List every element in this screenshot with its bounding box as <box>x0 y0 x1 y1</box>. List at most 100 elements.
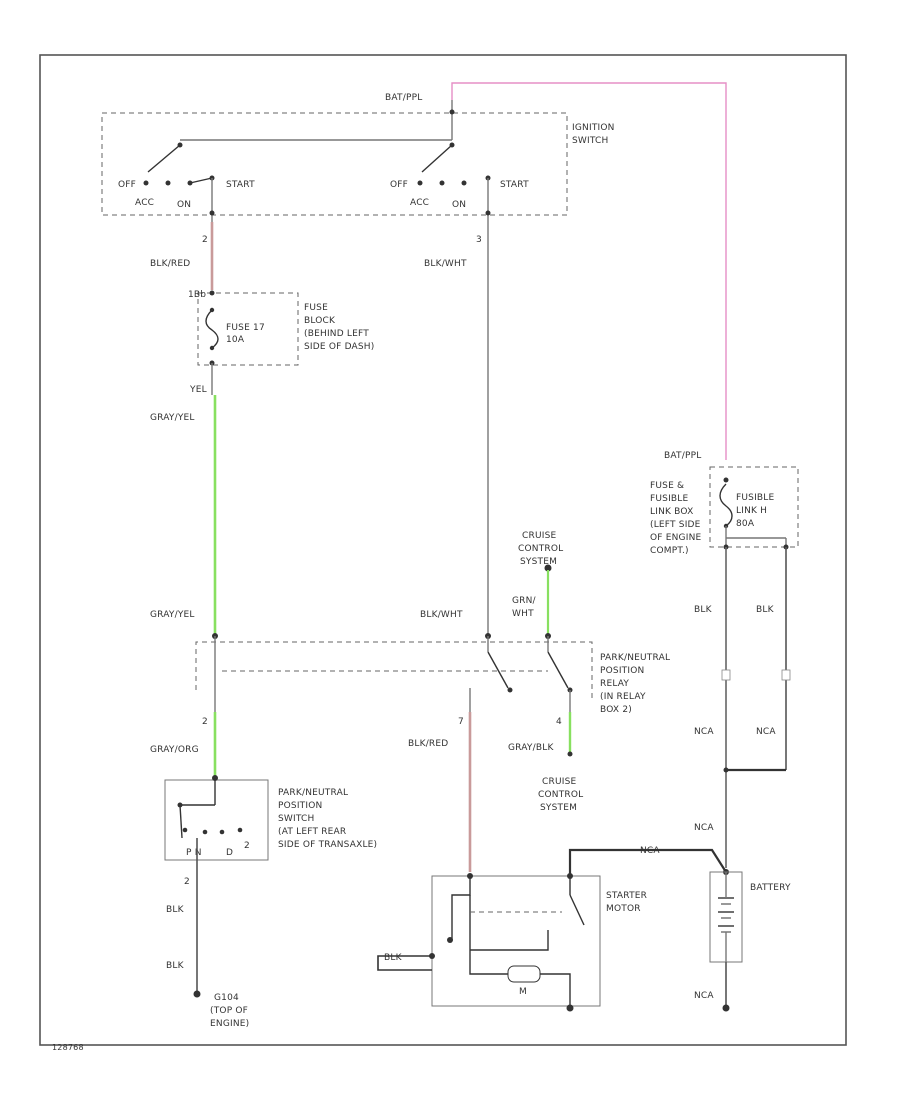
ign1-switch-blade <box>147 144 181 173</box>
starter-switch-blade <box>569 894 585 926</box>
fusible-link-box <box>709 466 799 548</box>
node-ground <box>193 990 201 998</box>
label-ign1-on: ON <box>177 200 191 210</box>
relay-box <box>195 641 593 700</box>
node-ignition-input <box>449 109 455 115</box>
label-wire-nca-3: NCA <box>694 823 714 833</box>
node-starter-ground <box>566 1004 574 1012</box>
node-fuse-in <box>209 290 215 296</box>
node-relay-contact-1 <box>507 687 513 693</box>
starter-motor-return <box>540 973 571 1008</box>
label-starter-m: M <box>519 987 527 997</box>
label-ign1-acc: ACC <box>135 198 154 208</box>
label-fuse-pin-top: 1Bb <box>188 290 206 300</box>
label-wire-blk-red-bot: BLK/RED <box>408 739 448 749</box>
label-fuse17: FUSE 17 10A <box>226 323 268 345</box>
label-starter-motor: STARTER MOTOR <box>606 891 650 914</box>
node-ign2-off <box>417 180 423 186</box>
starter-motor-feed <box>469 950 508 975</box>
label-pin-blk-red-bot: 7 <box>458 717 464 727</box>
label-fuse-block: FUSE BLOCK (BEHIND LEFT SIDE OF DASH) <box>304 303 375 352</box>
label-pin-gray-org: 2 <box>202 717 208 727</box>
label-cruise-top: CRUISE CONTROL SYSTEM <box>518 531 566 567</box>
node-ign1-acc <box>165 180 171 186</box>
node-cruise-top <box>544 564 552 572</box>
label-cruise-bot: CRUISE CONTROL SYSTEM <box>538 777 586 813</box>
label-wire-blk-wht-mid: BLK/WHT <box>420 610 463 620</box>
label-battery: BATTERY <box>750 883 791 893</box>
label-pn-relay: PARK/NEUTRAL POSITION RELAY (IN RELAY BO… <box>600 653 673 715</box>
node-nca-join <box>723 767 729 773</box>
label-ground: G104 (TOP OF ENGINE) <box>210 993 251 1029</box>
ign2-switch-blade <box>421 144 453 173</box>
label-bat-ppl-right: BAT/PPL <box>664 451 701 461</box>
label-fusible-link: FUSIBLE LINK H 80A <box>736 493 777 529</box>
label-ign1-off: OFF <box>118 180 136 190</box>
label-pin-gray-blk: 4 <box>556 717 562 727</box>
fusible-link-symbol <box>719 483 733 527</box>
node-starter-coil-end <box>447 937 453 943</box>
pn-switch-blade <box>179 804 183 839</box>
connector-left <box>721 669 731 681</box>
label-wire-blk-r2: BLK <box>756 605 775 615</box>
node-fuse-out2 <box>209 345 215 351</box>
node-ign2-on <box>461 180 467 186</box>
label-wire-nca-5: NCA <box>694 991 714 1001</box>
wire-starter-blk <box>377 955 432 971</box>
label-wire-blk-red-top: BLK/RED <box>150 259 190 269</box>
node-battery-ground <box>722 1004 730 1012</box>
label-wire-gray-yel-1: GRAY/YEL <box>150 413 195 423</box>
node-pn-p <box>182 827 188 833</box>
fuse-17-symbol <box>205 309 219 349</box>
label-pin-blk-wht-top: 3 <box>476 235 482 245</box>
node-ign2-acc <box>439 180 445 186</box>
label-wire-nca-2: NCA <box>756 727 776 737</box>
node-ign2-out <box>485 210 491 216</box>
ignition-switch-box <box>101 112 568 216</box>
ign1-on-start-link <box>189 177 213 184</box>
diagram-frame <box>39 54 847 1046</box>
node-pn-3 <box>237 827 243 833</box>
node-ign1-out <box>209 210 215 216</box>
label-ign2-start: START <box>500 180 529 190</box>
node-ign1-off <box>143 180 149 186</box>
label-ign1-start: START <box>226 180 255 190</box>
label-pin-blk-red-top: 2 <box>202 235 208 245</box>
relay-blade-2 <box>547 651 569 689</box>
label-wire-blk-r1: BLK <box>694 605 713 615</box>
starter-solenoid-coil <box>451 876 471 940</box>
label-wire-gray-org: GRAY/ORG <box>150 745 199 755</box>
label-wire-nca-1: NCA <box>694 727 714 737</box>
label-ign2-off: OFF <box>390 180 408 190</box>
footer-code: 128768 <box>52 1043 84 1052</box>
node-pn-2 <box>219 829 225 835</box>
label-pn-switch: PARK/NEUTRAL POSITION SWITCH (AT LEFT RE… <box>278 788 377 850</box>
wire-pink-battery-feed <box>451 82 727 460</box>
label-wire-nca-4: NCA <box>640 846 660 856</box>
label-pn-pins: P N D 2 <box>186 841 250 858</box>
label-bat-ppl-top: BAT/PPL <box>385 93 422 103</box>
label-wire-gray-blk: GRAY/BLK <box>508 743 554 753</box>
label-wire-blk-2: BLK <box>166 961 185 971</box>
label-fuse-fusible-box: FUSE & FUSIBLE LINK BOX (LEFT SIDE OF EN… <box>650 481 704 556</box>
starter-contact-line <box>470 930 549 951</box>
starter-motor-symbol <box>507 965 541 983</box>
relay-blade-1 <box>487 651 509 689</box>
label-wire-blk-1: BLK <box>166 905 185 915</box>
starter-motor-box <box>431 875 601 1007</box>
node-fusible-in <box>723 477 729 483</box>
label-pin-blk-gnd: 2 <box>184 877 190 887</box>
label-fuse-pin-bot: YEL <box>189 385 207 395</box>
ignition-switch-label: IGNITION SWITCH <box>572 123 618 146</box>
label-wire-blk-wht-top: BLK/WHT <box>424 259 467 269</box>
connector-right <box>781 669 791 681</box>
node-starter-terminal <box>429 953 435 959</box>
label-ign2-on: ON <box>452 200 466 210</box>
fuse-block-box <box>197 292 299 366</box>
node-gray-blk-end <box>567 751 573 757</box>
label-ign2-acc: ACC <box>410 198 429 208</box>
label-wire-gray-yel-2: GRAY/YEL <box>150 610 195 620</box>
wire-battery-cable <box>568 848 727 876</box>
label-wire-grn-wht: GRN/ WHT <box>512 596 539 619</box>
